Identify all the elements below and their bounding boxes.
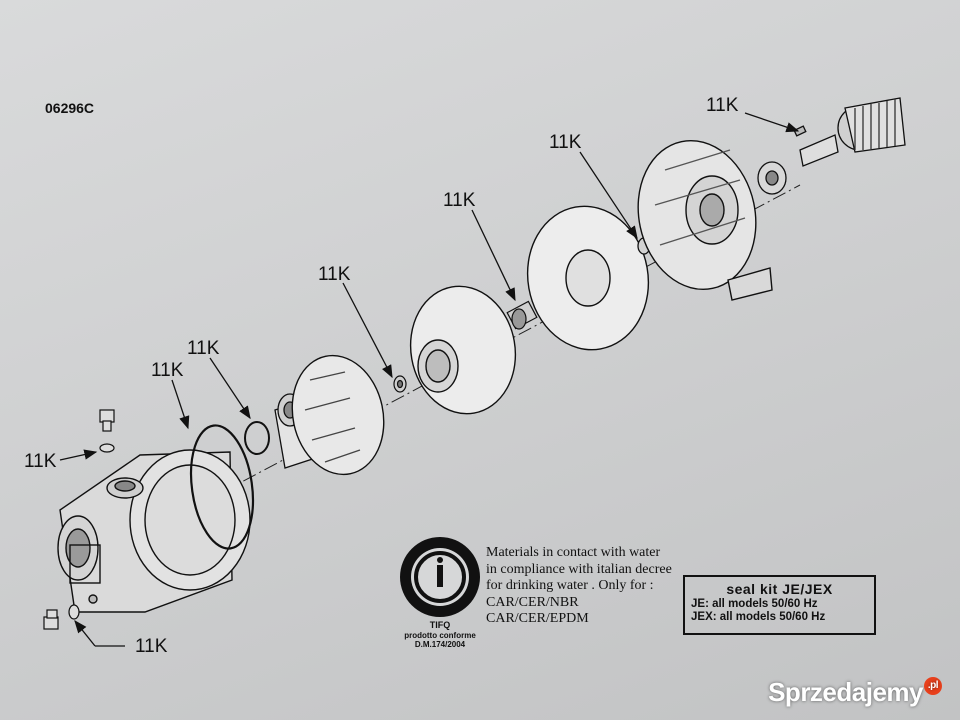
tifq-certification-logo: TIFQ prodotto conforme D.M.174/2004: [400, 537, 480, 649]
motor-flange: [637, 139, 773, 301]
seal-kit-row: JEX: all models 50/60 Hz: [691, 611, 826, 623]
part-label-11k: 11K: [151, 360, 184, 381]
tifq-name: TIFQ: [430, 620, 451, 630]
motor-shaft: [793, 97, 906, 167]
impeller-nut: [393, 375, 407, 393]
part-label-11k: 11K: [706, 95, 739, 116]
part-label-11k: 11K: [318, 264, 351, 285]
part-label-11k: 11K: [549, 132, 582, 153]
part-label-11k: 11K: [187, 338, 220, 359]
part-label-11k: 11K: [24, 451, 57, 472]
materials-line: in compliance with italian decree: [486, 561, 672, 577]
pump-body: [57, 449, 251, 613]
sprzedajemy-watermark: Sprzedajemy.pl: [768, 677, 942, 708]
materials-line: for drinking water . Only for :: [486, 578, 654, 593]
impeller: [409, 285, 517, 415]
part-label-11k: 11K: [443, 190, 476, 211]
diffuser-o-ring: [244, 421, 270, 455]
bearing: [757, 161, 787, 195]
watermark-text: Sprzedajemy: [768, 677, 923, 707]
drain-plug: [43, 604, 80, 630]
fill-plug: [99, 409, 115, 453]
body-o-ring: [189, 424, 255, 550]
seal-kit-title: seal kit JE/JEX: [726, 581, 833, 597]
diffuser: [291, 354, 385, 476]
materials-line: CAR/CER/EPDM: [486, 611, 589, 626]
mechanical-seal: [506, 300, 538, 330]
seal-kit-row: JE: all models 50/60 Hz: [691, 598, 818, 610]
tifq-subtitle-1: prodotto conforme: [404, 631, 476, 640]
seal-plate: [526, 205, 650, 351]
part-label-11k: 11K: [135, 636, 168, 657]
materials-line: CAR/CER/NBR: [486, 594, 579, 610]
materials-note: Materials in contact with water in compl…: [486, 545, 726, 628]
tifq-subtitle-2: D.M.174/2004: [415, 640, 466, 649]
leader-lines: [59, 112, 800, 647]
materials-line: Materials in contact with water: [486, 545, 661, 560]
document-code: 06296C: [45, 100, 95, 116]
seal-kit-box: seal kit JE/JEX JE: all models 50/60 Hz …: [683, 575, 876, 635]
watermark-suffix: .pl: [924, 677, 942, 695]
